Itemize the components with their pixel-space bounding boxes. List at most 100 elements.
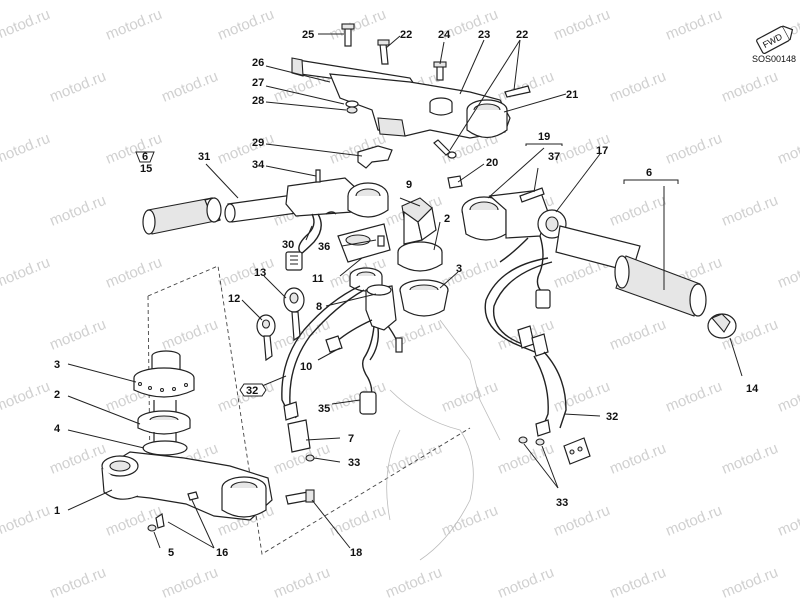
callout-1: 1 [54, 505, 60, 517]
hex-32-badge: 32 [239, 383, 267, 397]
upper-triple-clamp [291, 23, 531, 189]
left-cable [281, 285, 365, 462]
callout-15: 15 [140, 163, 152, 175]
callout-32-right: 32 [606, 411, 618, 423]
callout-23: 23 [478, 29, 490, 41]
callout-14: 14 [746, 383, 759, 395]
callout-28: 28 [252, 95, 264, 107]
callout-10: 10 [300, 361, 312, 373]
callout-36: 36 [318, 241, 330, 253]
watermark-text: motod.ru [159, 316, 220, 354]
callout-32-left: 32 [246, 385, 258, 397]
watermark-text: motod.ru [439, 378, 500, 416]
callout-29: 29 [252, 137, 264, 149]
fwd-badge: FWD [756, 25, 794, 55]
watermark-text: motod.ru [159, 68, 220, 106]
watermark-text: motod.ru [215, 6, 276, 44]
watermark-text: motod.ru [607, 68, 668, 106]
callout-22: 22 [400, 29, 412, 41]
frame-ghost [386, 319, 501, 561]
watermark-text: motod.ru [383, 564, 444, 600]
watermark-text: motod.ru [607, 316, 668, 354]
callout-26: 26 [252, 57, 264, 69]
watermark-text: motod.ru [0, 378, 53, 416]
callout-13: 13 [254, 267, 266, 279]
callout-3-top: 3 [456, 263, 462, 275]
watermark-text: motod.ru [215, 130, 276, 168]
callout-16: 16 [216, 547, 228, 559]
callout-19: 19 [538, 131, 550, 143]
callout-12: 12 [228, 293, 240, 305]
watermark-text: motod.ru [0, 254, 53, 292]
keys [256, 287, 305, 362]
watermark-text: motod.ru [215, 254, 276, 292]
callout-27: 27 [252, 77, 264, 89]
watermark-text: motod.ru [271, 564, 332, 600]
watermark-text: motod.ru [607, 440, 668, 478]
callout-2: 2 [54, 389, 60, 401]
callout-35: 35 [318, 403, 330, 415]
watermark-text: motod.ru [719, 192, 780, 230]
watermark-text: motod.ru [383, 440, 444, 478]
throttle-drum [397, 197, 449, 317]
watermark-text: motod.ru [663, 6, 724, 44]
watermark-text: motod.ru [0, 502, 53, 540]
callout-22b: 22 [516, 29, 528, 41]
throttle-cables [484, 257, 591, 465]
watermark-text: motod.ru [327, 502, 388, 540]
watermark-text: motod.ru [327, 6, 388, 44]
watermark-text: motod.ru [551, 6, 612, 44]
watermark-text: motod.ru [663, 378, 724, 416]
callout-30: 30 [282, 239, 294, 251]
watermark-text: motod.ru [607, 564, 668, 600]
left-handlebar [142, 169, 389, 271]
callout-21: 21 [566, 89, 578, 101]
callout-8: 8 [316, 301, 322, 313]
watermark-text: motod.ru [719, 564, 780, 600]
callout-18: 18 [350, 547, 362, 559]
lower-steering-assembly [101, 265, 471, 555]
callout-17: 17 [596, 145, 608, 157]
callouts: 25 22 24 23 22 26 27 28 21 29 34 19 37 2… [54, 29, 759, 559]
callout-6: 6 [646, 167, 652, 179]
callout-3: 3 [54, 359, 60, 371]
ignition-switch [325, 223, 403, 415]
watermark-text: motod.ru [439, 254, 500, 292]
callout-33-right: 33 [556, 497, 568, 509]
watermark-text: motod.ru [719, 68, 780, 106]
watermark-text: motod.ru [0, 130, 53, 168]
watermark-text: motod.ru [663, 502, 724, 540]
callout-6-circled: 6 [142, 151, 148, 163]
watermark-text: motod.ru [551, 378, 612, 416]
watermark-text: motod.ru [103, 6, 164, 44]
watermark-text: motod.ru [103, 130, 164, 168]
watermark-text: motod.ru [663, 130, 724, 168]
watermark-text: motod.ru [775, 130, 800, 168]
watermark-text: motod.ru [103, 254, 164, 292]
callout-11: 11 [312, 273, 324, 285]
leader-lines [67, 33, 743, 549]
callout-2-top: 2 [444, 213, 450, 225]
watermark-text: motod.ru [775, 254, 800, 292]
callout-9: 9 [406, 179, 412, 191]
callout-37: 37 [548, 151, 560, 163]
watermark-text: motod.ru [103, 502, 164, 540]
callout-20: 20 [486, 157, 498, 169]
callout-4: 4 [54, 423, 61, 435]
watermark-text: motod.ru [47, 316, 108, 354]
watermark-text: motod.ru [495, 564, 556, 600]
callout-31: 31 [198, 151, 210, 163]
callout-34: 34 [252, 159, 265, 171]
callout-33-left: 33 [348, 457, 360, 469]
callout-5: 5 [168, 547, 174, 559]
watermark-text: motod.ru [159, 564, 220, 600]
watermark-text: motod.ru [47, 68, 108, 106]
callout-7: 7 [348, 433, 354, 445]
watermark-text: motod.ru [327, 378, 388, 416]
diagram-code: SOS00148 [752, 54, 796, 64]
watermark-text: motod.ru [607, 192, 668, 230]
watermark-text: motod.ru [47, 192, 108, 230]
watermark-text: motod.ru [775, 502, 800, 540]
callout-24: 24 [438, 29, 451, 41]
